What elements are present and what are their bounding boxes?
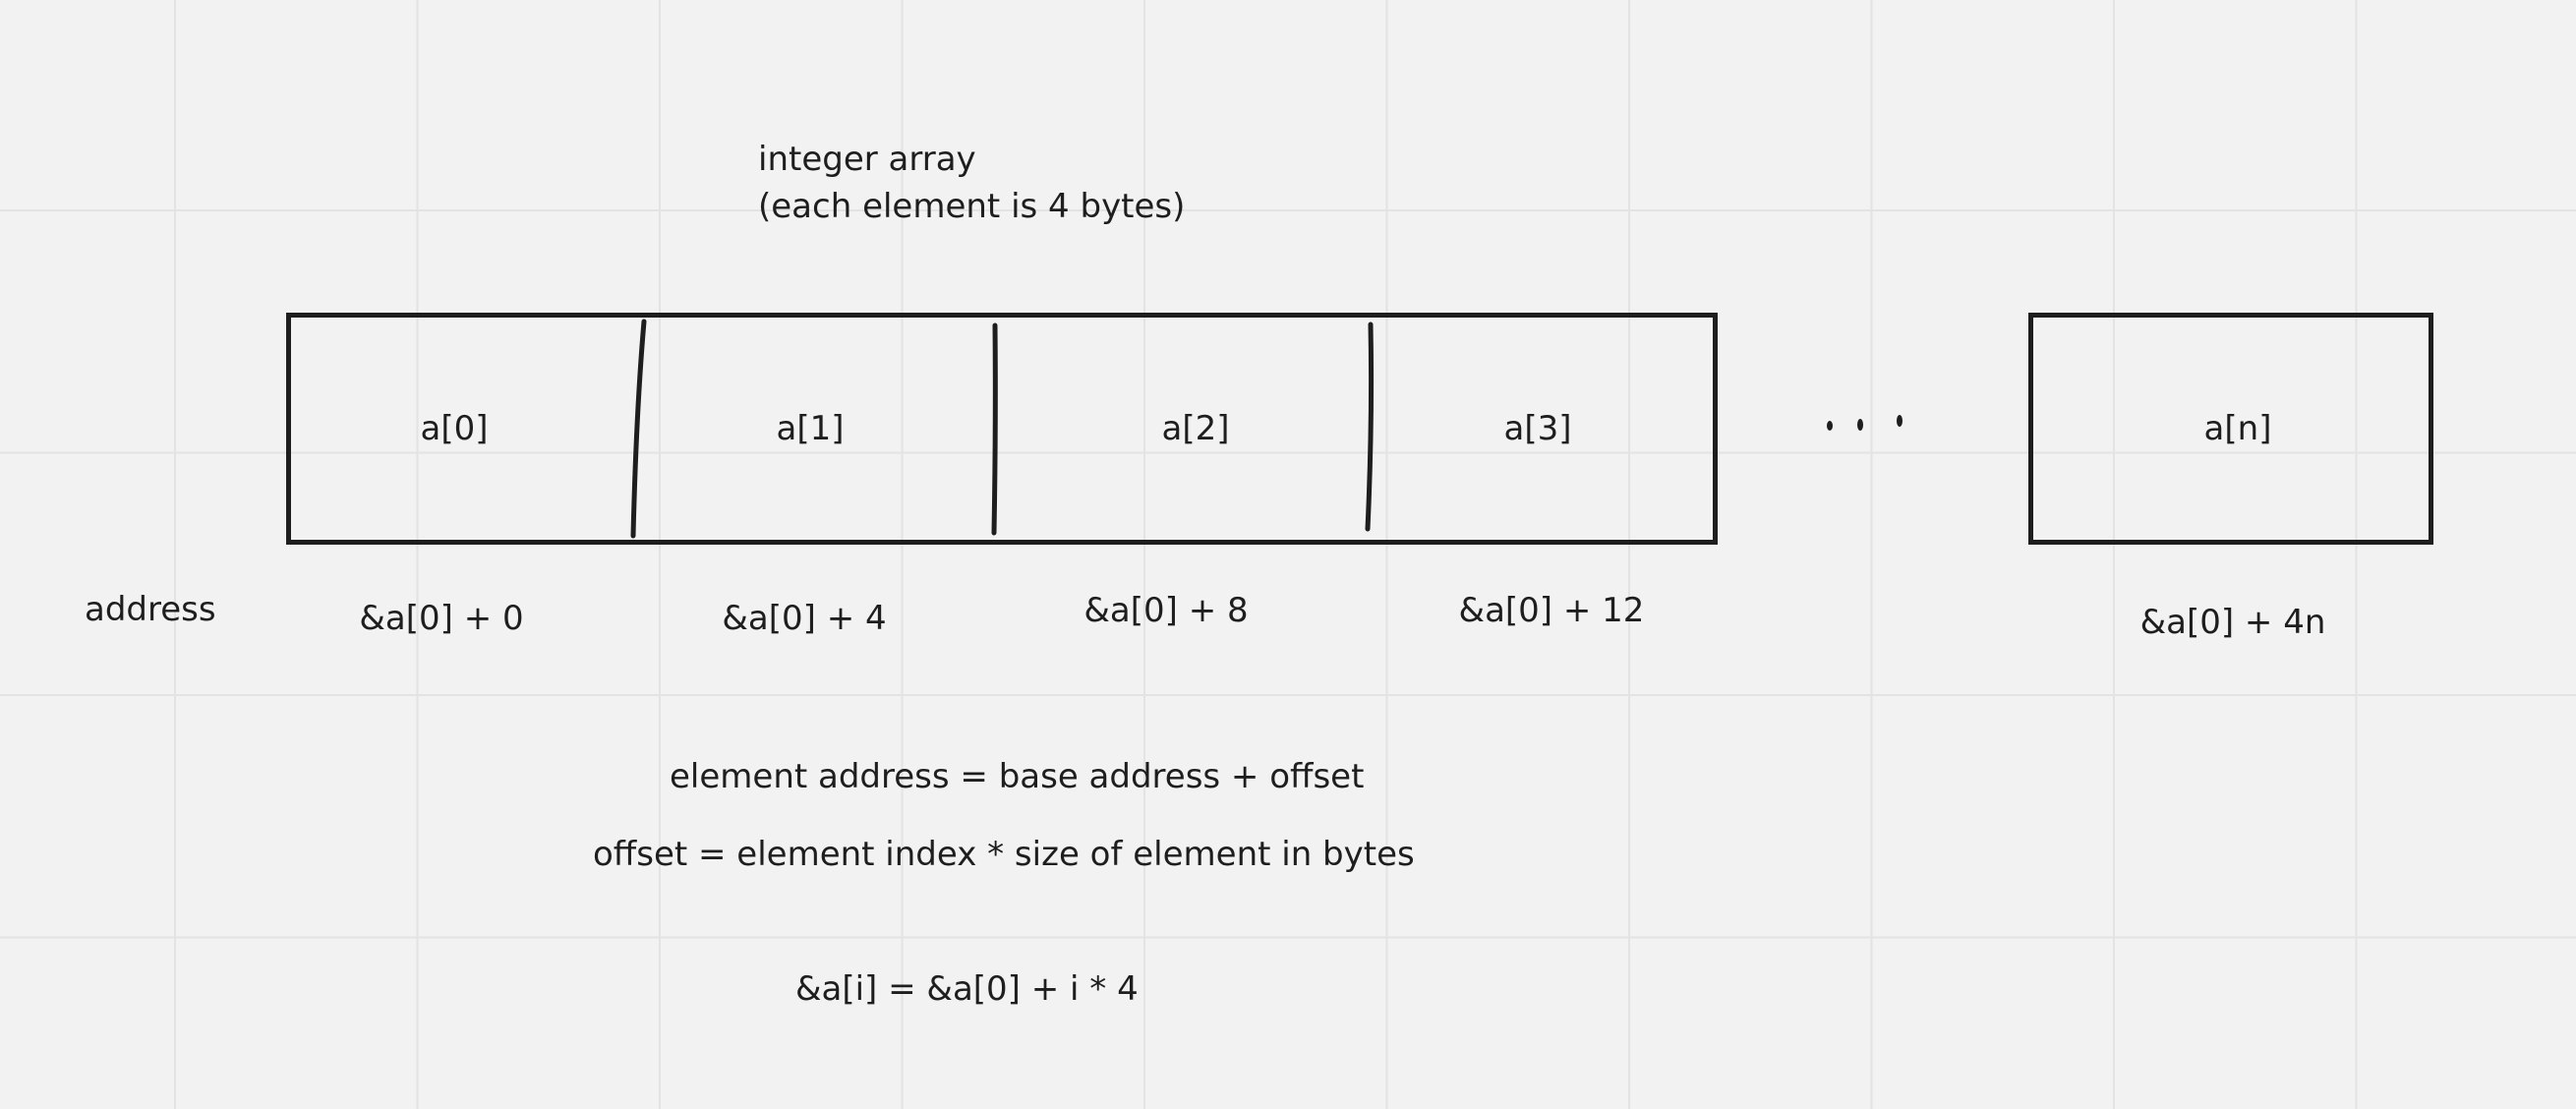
- divider-1: [630, 319, 647, 539]
- array-box: [286, 313, 1718, 545]
- ellipsis-dot-2: [1857, 419, 1863, 431]
- diagram-title-line2: (each element is 4 bytes): [758, 187, 1186, 226]
- ellipsis-dot-3: [1897, 415, 1903, 427]
- cell-label-n: a[n]: [2203, 409, 2272, 448]
- address-value-2: &a[0] + 8: [1083, 591, 1249, 630]
- cell-label-3: a[3]: [1503, 409, 1572, 448]
- divider-3: [1365, 321, 1375, 532]
- address-value-1: &a[0] + 4: [722, 599, 887, 638]
- formula-indexed-address: &a[i] = &a[0] + i * 4: [795, 969, 1139, 1009]
- cell-label-1: a[1]: [776, 409, 845, 448]
- cell-label-0: a[0]: [420, 409, 489, 448]
- address-value-0: &a[0] + 0: [359, 599, 524, 638]
- formula-element-address: element address = base address + offset: [670, 757, 1365, 796]
- cell-label-2: a[2]: [1161, 409, 1230, 448]
- address-value-3: &a[0] + 12: [1458, 591, 1645, 630]
- formula-offset: offset = element index * size of element…: [593, 835, 1415, 874]
- address-value-n: &a[0] + 4n: [2139, 603, 2326, 642]
- divider-2: [991, 322, 998, 536]
- diagram-title-line1: integer array: [758, 140, 976, 179]
- last-element-box: [2028, 313, 2433, 545]
- address-label: address: [85, 590, 216, 629]
- ellipsis-dot-1: [1827, 421, 1833, 431]
